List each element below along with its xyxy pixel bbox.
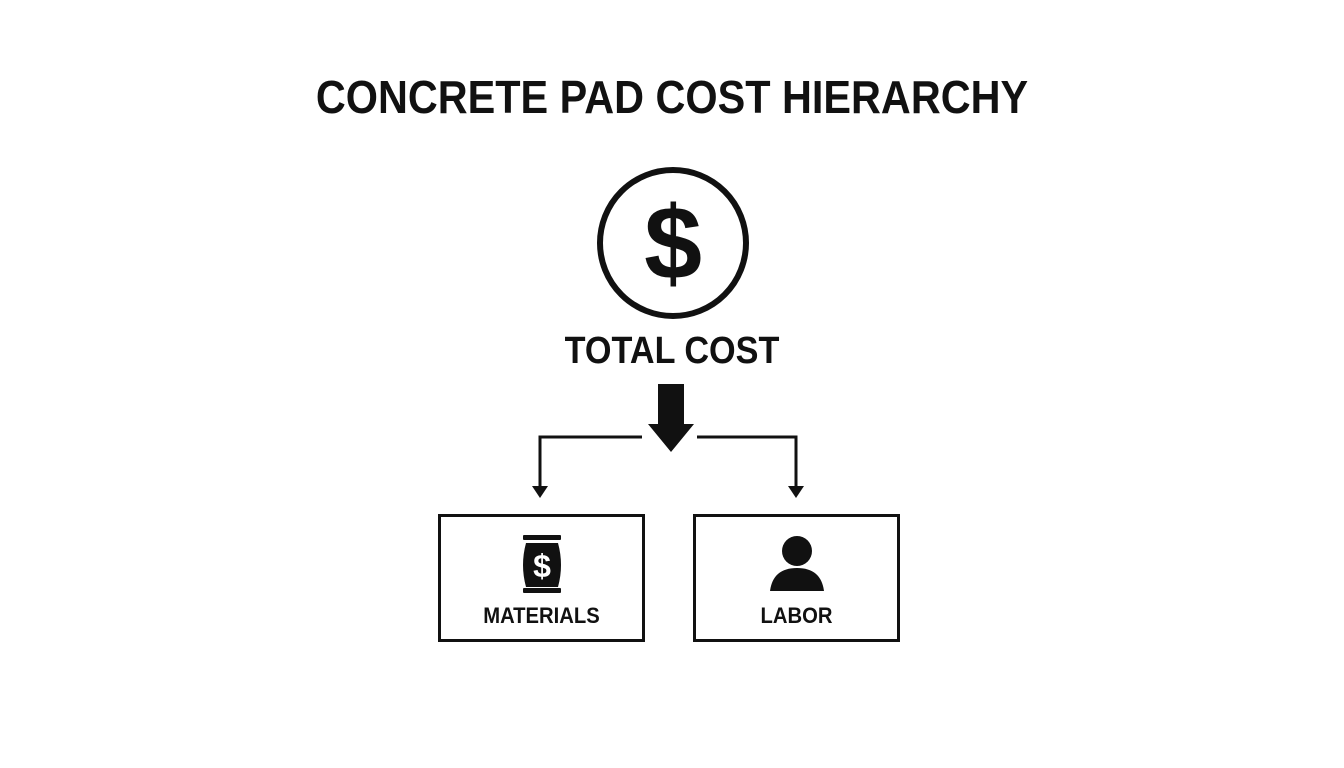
- branch-line-labor: [697, 435, 798, 488]
- materials-label: MATERIALS: [483, 603, 600, 628]
- branch-arrowhead-labor: [788, 486, 804, 498]
- labor-label: LABOR: [760, 603, 833, 628]
- labor-node: LABOR: [693, 514, 900, 642]
- main-down-arrow: [648, 384, 694, 452]
- dollar-sign-icon: $: [644, 193, 702, 293]
- svg-text:$: $: [644, 193, 702, 293]
- svg-text:$: $: [533, 548, 551, 584]
- person-icon: [696, 535, 897, 593]
- root-node-label: TOTAL COST: [564, 330, 780, 372]
- money-bag-icon: $: [441, 535, 642, 593]
- branch-line-materials: [538, 435, 642, 488]
- dollar-circle-icon: $: [597, 167, 749, 319]
- branch-arrowhead-materials: [532, 486, 548, 498]
- materials-node: $ MATERIALS: [438, 514, 645, 642]
- diagram-title: CONCRETE PAD COST HIERARCHY: [315, 71, 1029, 123]
